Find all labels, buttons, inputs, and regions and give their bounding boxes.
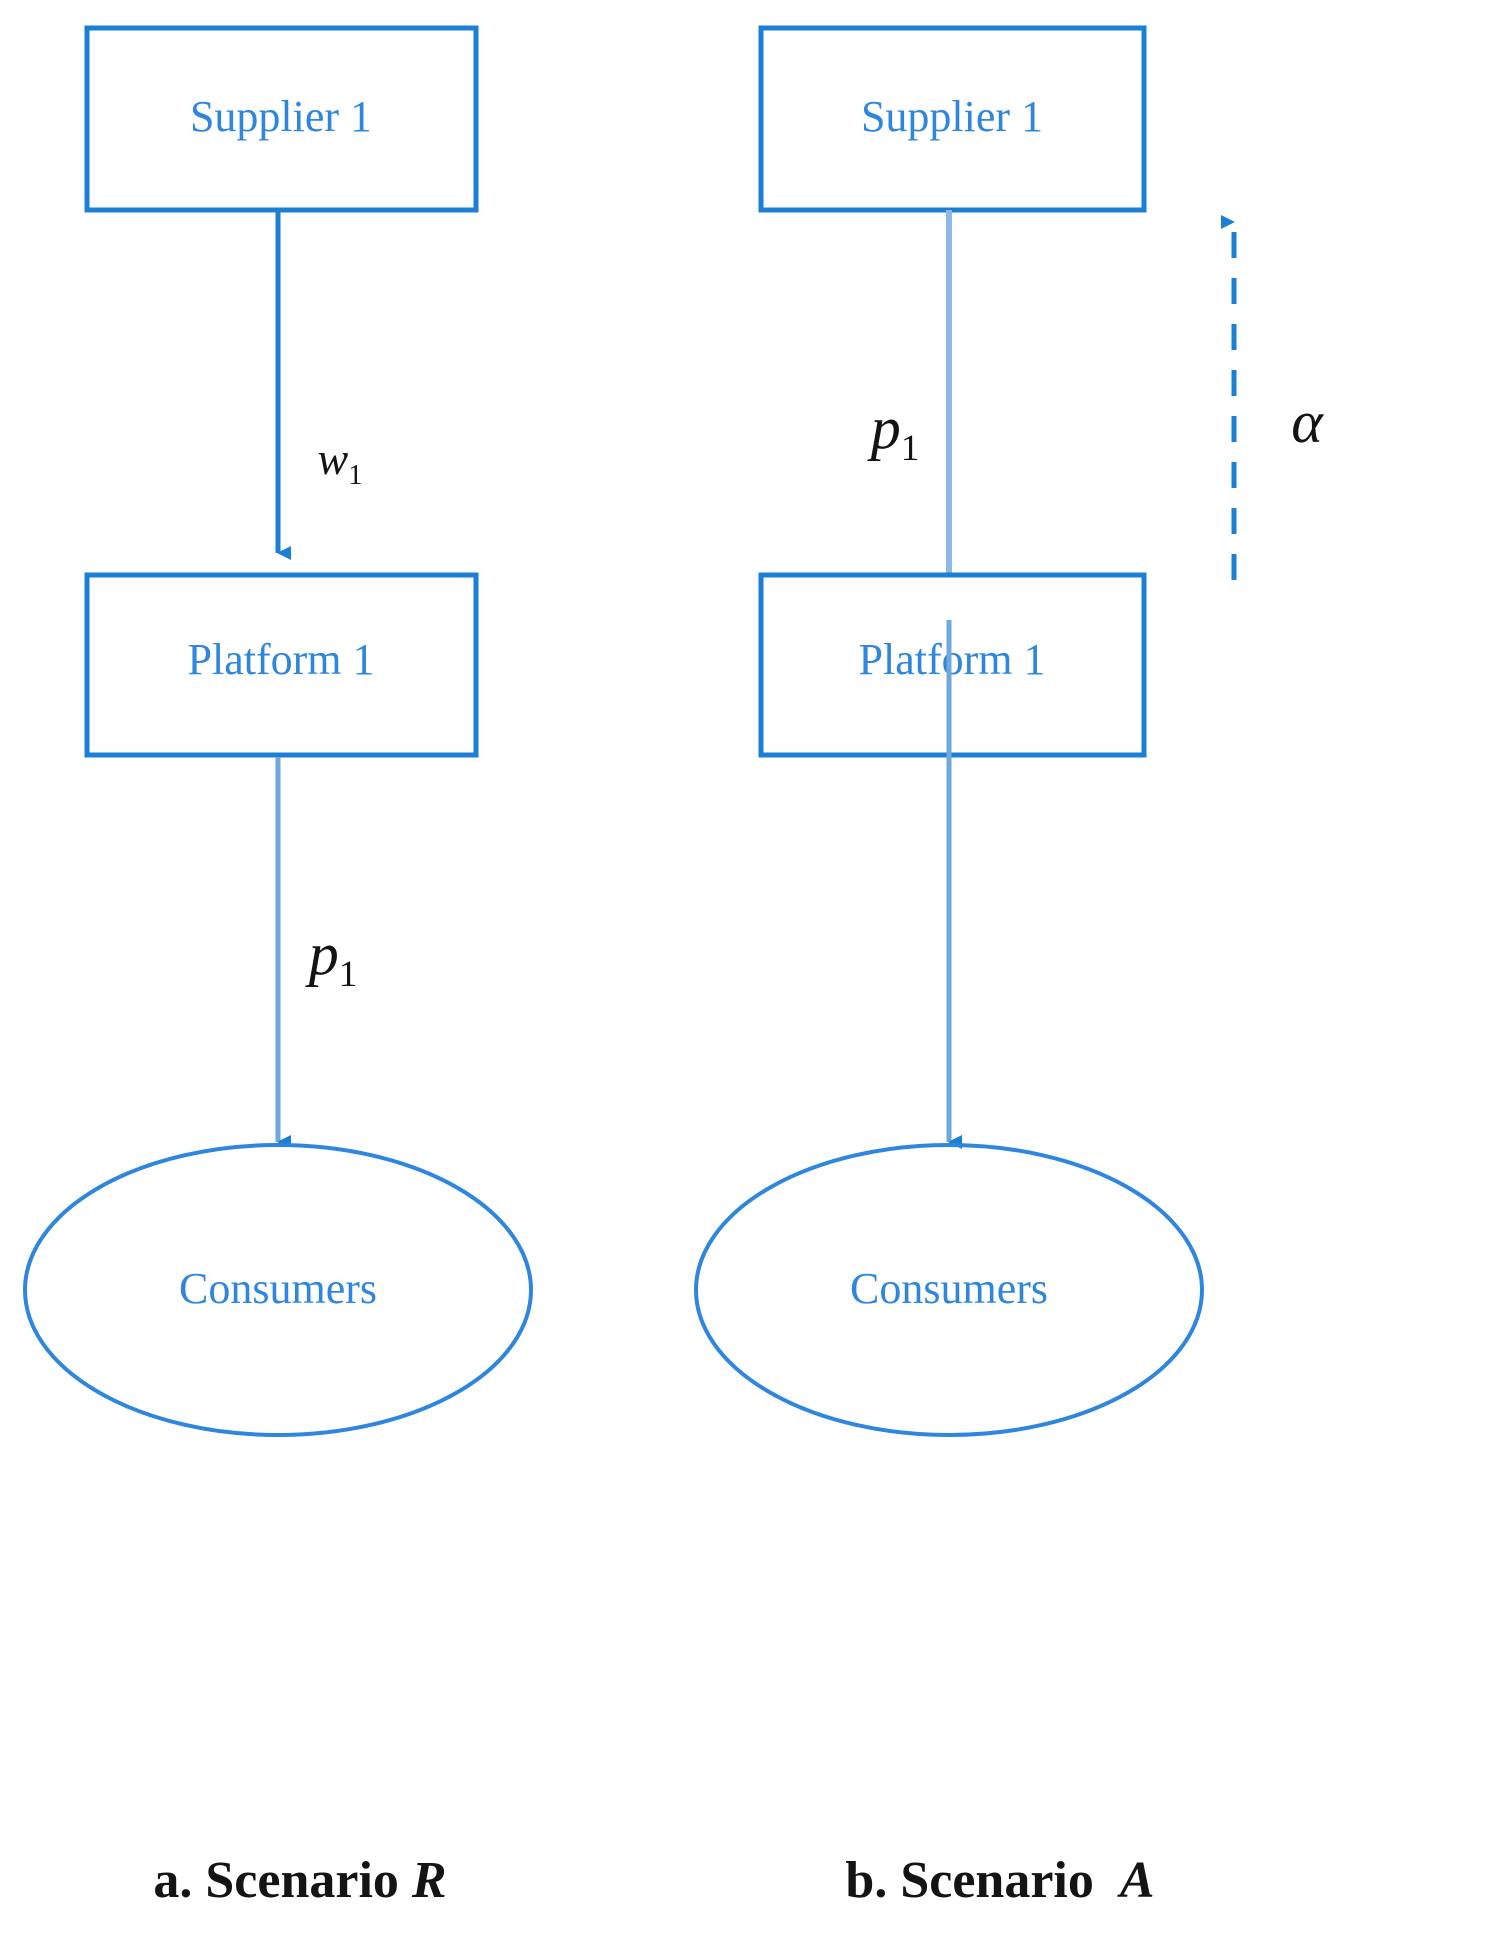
edge-label-p1-b: p1 [867,395,920,469]
edge-label-w1-a: w1 [318,433,363,491]
caption-panel-a: a. Scenario R [153,1852,446,1909]
node-supplier-1-label-a: Supplier 1 [190,92,372,141]
panel-a: Supplier 1 w1 Platform 1 p1 Consumers a.… [23,25,533,1909]
node-platform-1-box-b[interactable] [758,572,1147,758]
node-supplier-1-box-b[interactable] [758,25,1147,213]
panel-b: Supplier 1 p1 α Platform 1 Consumers b. … [694,25,1324,1909]
node-consumers-ellipse-a[interactable] [23,1143,533,1437]
edge-label-p1-a: p1 [305,921,358,995]
node-platform-1-label-b: Platform 1 [859,635,1046,684]
node-platform-1-label-a: Platform 1 [188,635,375,684]
edge-label-alpha-b: α [1291,389,1324,455]
node-supplier-1-box-a[interactable] [84,25,479,213]
caption-panel-b: b. Scenario A [845,1852,1154,1909]
node-supplier-1-label-b: Supplier 1 [861,92,1043,141]
node-consumers-ellipse-b[interactable] [694,1143,1204,1437]
node-consumers-label-a: Consumers [179,1264,377,1313]
node-consumers-label-b: Consumers [850,1264,1048,1313]
node-platform-1-box-a[interactable] [84,572,479,758]
